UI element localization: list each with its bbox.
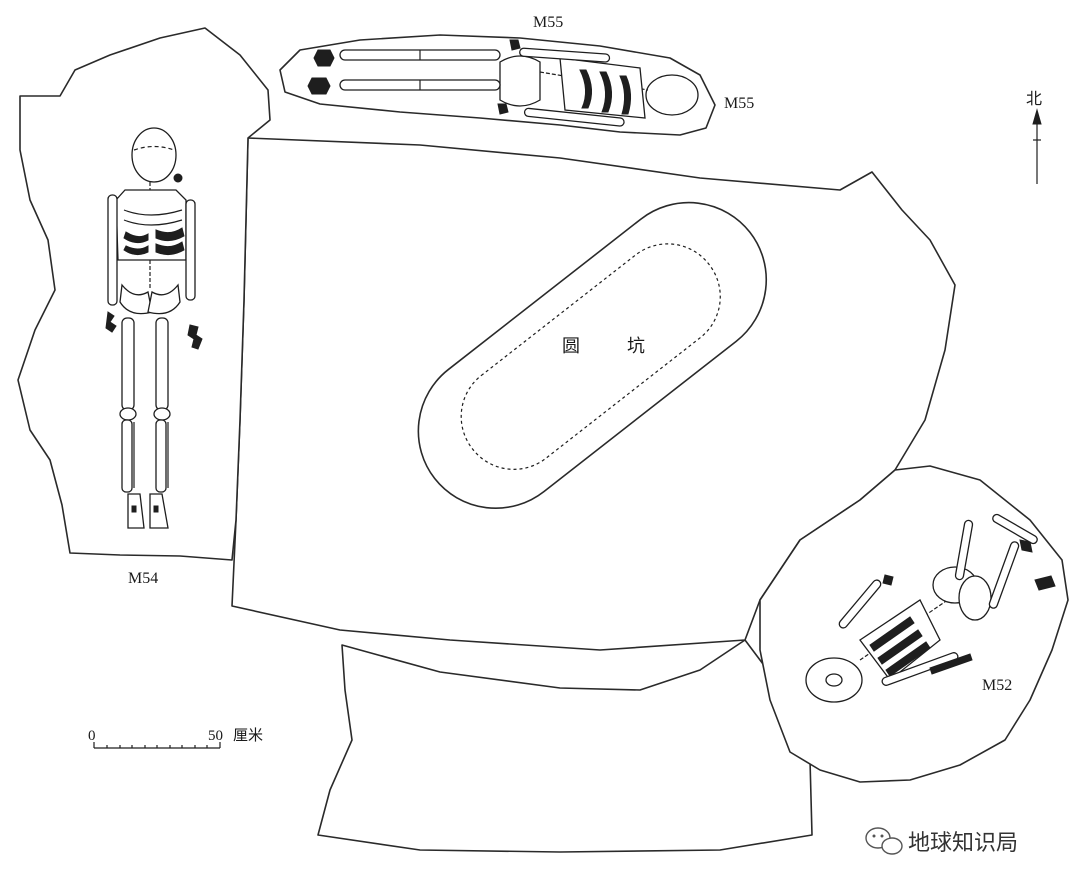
m55-skull	[645, 74, 699, 116]
m55-skeleton	[307, 39, 699, 127]
scale-zero-label: 0	[88, 728, 96, 744]
scale-unit-label: 厘米	[233, 727, 263, 744]
m55-top-label: M55	[533, 14, 563, 31]
scale-end-label: 50	[208, 728, 223, 744]
watermark-text: 地球知识局	[908, 831, 1018, 856]
m54-label: M54	[128, 570, 158, 587]
m52-skeleton	[805, 513, 1056, 703]
scale-bar: 0 50 厘米	[88, 727, 263, 749]
m55-side-label: M55	[724, 95, 754, 112]
round-pit-outer	[417, 201, 768, 509]
north-label: 北	[1026, 90, 1042, 108]
lower-pit-extension	[317, 639, 813, 853]
round-pit	[417, 201, 768, 509]
round-pit-label-2: 坑	[627, 336, 645, 356]
watermark: 地球知识局	[865, 827, 1018, 856]
round-pit-inner-dashed	[460, 243, 721, 470]
m54-skull	[131, 127, 177, 183]
m52-label: M52	[982, 677, 1012, 694]
north-arrow-head	[1032, 108, 1042, 125]
wechat-icon	[865, 827, 903, 855]
north-arrow: 北	[1026, 90, 1042, 184]
round-pit-label-1: 圆	[562, 336, 580, 356]
m54-skeleton	[105, 127, 203, 529]
